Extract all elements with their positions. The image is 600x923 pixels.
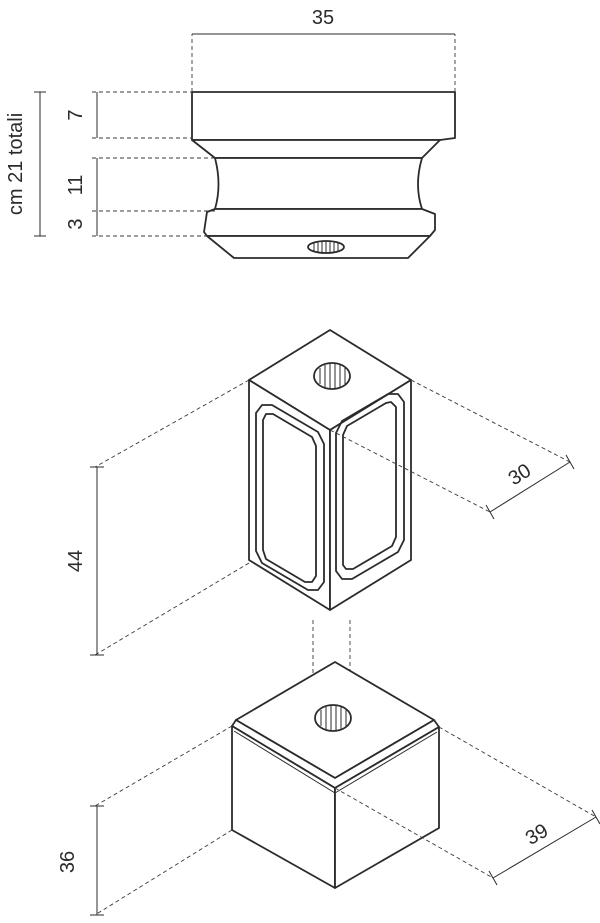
right-panel-inner [342, 401, 397, 570]
dimension-top-width: 35 [312, 7, 334, 29]
side-elevation: 35 7 11 3 [5, 7, 456, 259]
lower-hole-icon [314, 704, 352, 732]
upper-block: 44 30 [65, 329, 575, 656]
left-panel-outer [255, 404, 325, 591]
dimension-lower-height: 3 [65, 218, 87, 229]
dimension-upper-block-height: 44 [65, 550, 87, 572]
middle-neck [214, 157, 423, 210]
threaded-hole-icon [307, 240, 345, 254]
lower-ring [203, 208, 436, 237]
left-panel-inner [262, 413, 317, 583]
dimension-upper-height: 7 [65, 109, 87, 120]
dimension-middle-height: 11 [65, 175, 87, 196]
top-cap [191, 91, 456, 141]
dimension-total-height: cm 21 totali [5, 113, 27, 215]
cap-taper [191, 139, 441, 159]
dimension-upper-block-depth: 30 [505, 460, 536, 490]
dimension-lower-block-height: 36 [57, 851, 79, 873]
right-panel-outer [335, 393, 405, 580]
upper-hole-icon [313, 362, 351, 390]
lower-block: 36 39 [57, 661, 600, 916]
